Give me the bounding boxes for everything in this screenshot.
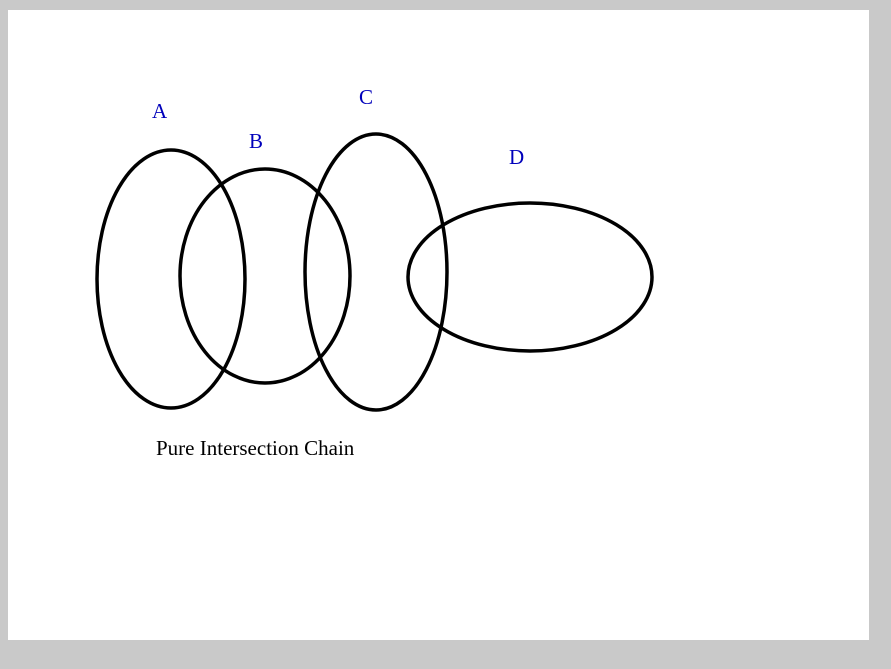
ellipse-a xyxy=(95,148,247,410)
set-label-c: C xyxy=(359,85,374,109)
diagram-caption: Pure Intersection Chain xyxy=(156,436,355,460)
ellipse-b xyxy=(178,167,352,385)
set-label-d: D xyxy=(509,145,525,169)
set-label-a: A xyxy=(152,99,168,123)
ellipse-d xyxy=(406,201,654,353)
set-label-b: B xyxy=(249,129,264,153)
ellipse-c xyxy=(303,132,449,412)
